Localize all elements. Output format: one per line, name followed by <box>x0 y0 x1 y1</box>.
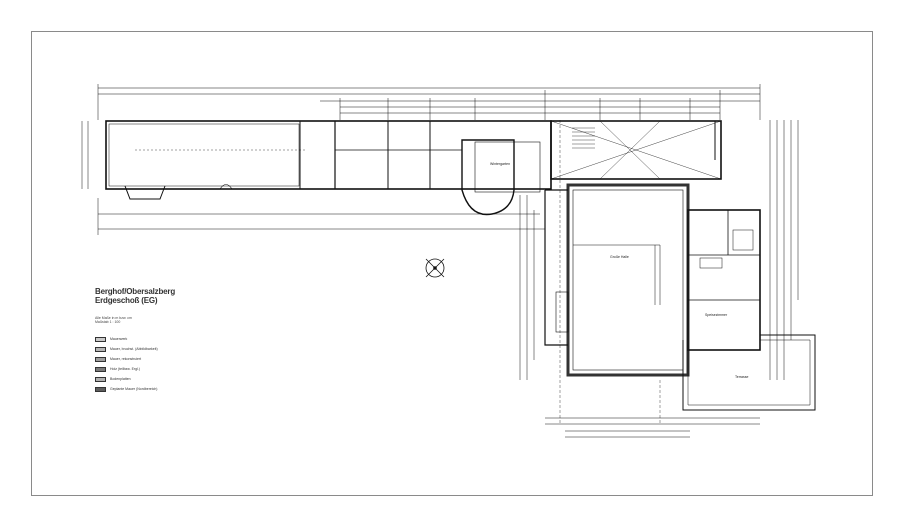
legend-item: Geplante Mauer (Nordbereich) <box>95 384 295 394</box>
legend-swatch <box>95 386 106 392</box>
room-label-grosse-halle: Große Halle <box>610 255 629 259</box>
room-label-wintergarten: Wintergarten <box>490 162 510 166</box>
drawing-subtitle: Erdgeschoß (EG) <box>95 296 158 305</box>
north-arrow-icon <box>425 258 445 278</box>
legend-item: Bodenplatten <box>95 374 295 384</box>
room-label-speisezimmer: Speisezimmer <box>705 313 728 317</box>
legend-swatch <box>95 336 106 342</box>
legend-item: Mauer, bruchst. (Abbildbarkeit) <box>95 344 295 354</box>
legend-swatch <box>95 376 106 382</box>
legend-label: Holz (teilbzw. Ergl.) <box>110 367 140 371</box>
note-scale: Maßstab 1 : 100 <box>95 320 121 324</box>
east-rooms-outline <box>687 209 761 351</box>
bay-window <box>461 139 515 216</box>
drawing-title: Berghof/Obersalzberg <box>95 287 176 296</box>
legend-item: Mauerwerk <box>95 334 295 344</box>
legend-label: Mauerwerk <box>110 337 128 341</box>
room-label-terrasse: Terrasse <box>735 375 748 379</box>
legend-swatch <box>95 366 106 372</box>
legend-item: Mauer, rekonstruiert <box>95 354 295 364</box>
legend-label: Mauer, bruchst. (Abbildbarkeit) <box>110 347 158 351</box>
drawing-sheet <box>31 31 873 496</box>
west-wing-outline <box>105 120 552 190</box>
note-units: Alle Maße in m bzw. cm <box>95 316 132 320</box>
legend-label: Bodenplatten <box>110 377 131 381</box>
legend-swatch <box>95 356 106 362</box>
legend-item: Holz (teilbzw. Ergl.) <box>95 364 295 374</box>
legend-swatch <box>95 346 106 352</box>
legend-label: Geplante Mauer (Nordbereich) <box>110 387 158 391</box>
grosse-halle-outline <box>566 183 690 377</box>
legend-label: Mauer, rekonstruiert <box>110 357 142 361</box>
stair-hall <box>550 120 722 180</box>
terrace-outline <box>682 334 816 411</box>
legend-panel: Berghof/Obersalzberg Erdgeschoß (EG) All… <box>95 287 295 394</box>
